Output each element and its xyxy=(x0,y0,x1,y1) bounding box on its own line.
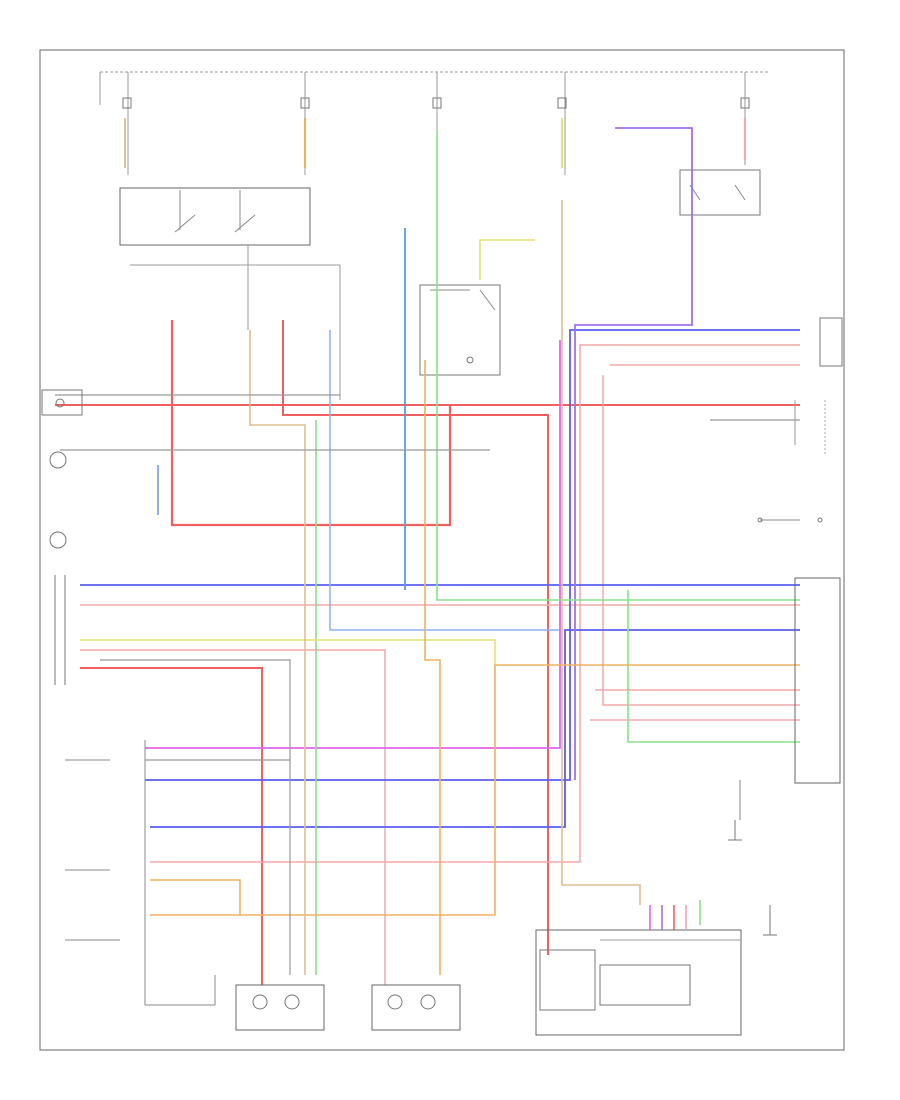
wire-red-bottom xyxy=(80,667,263,985)
wire-tan-1 xyxy=(249,330,306,975)
right-switch xyxy=(757,517,823,523)
wire-green-1 xyxy=(436,130,800,601)
tail-light-relay xyxy=(419,284,501,376)
fuse-4 xyxy=(557,72,567,175)
fuse-1 xyxy=(122,72,132,175)
fuse-3 xyxy=(432,72,442,130)
wire-red-light-4 xyxy=(602,375,800,706)
left-switch-1 xyxy=(49,451,67,469)
ground-1 xyxy=(728,820,742,841)
wire-red-light-2 xyxy=(80,649,386,985)
diagram-frame xyxy=(39,49,845,1051)
wire-gray-3 xyxy=(100,659,291,975)
wire-purple xyxy=(574,127,693,780)
control-unit xyxy=(794,317,843,784)
combination-switch xyxy=(65,740,216,1006)
wire-yellow-2 xyxy=(479,239,535,280)
right-headlight xyxy=(235,984,325,1031)
wire-blue-2 xyxy=(145,329,800,781)
bottom-right-pins xyxy=(649,905,687,930)
wire-red-main-2 xyxy=(282,320,549,955)
left-switch-2 xyxy=(49,531,67,549)
ground-2 xyxy=(763,905,777,936)
wire-magenta xyxy=(145,340,561,749)
wire-tan-2 xyxy=(561,200,641,905)
wire-red-light-3 xyxy=(150,344,800,863)
wire-red-loop xyxy=(170,320,452,527)
left-connector-top xyxy=(41,389,83,416)
wire-orange-1 xyxy=(150,879,241,915)
wire-blue-3 xyxy=(150,629,800,828)
wire-yellow-1 xyxy=(80,639,496,665)
left-headlight xyxy=(371,984,461,1031)
wire-green-3 xyxy=(627,590,800,743)
fuse-2 xyxy=(300,72,310,175)
headlight-relay xyxy=(119,187,311,246)
wire-orange-2 xyxy=(150,664,800,916)
bottom-right-module xyxy=(535,929,742,1036)
fuse-5 xyxy=(740,72,750,165)
wire-orange-3 xyxy=(424,360,441,975)
left-connector-block xyxy=(54,575,66,685)
wire-blue-left xyxy=(329,330,560,631)
